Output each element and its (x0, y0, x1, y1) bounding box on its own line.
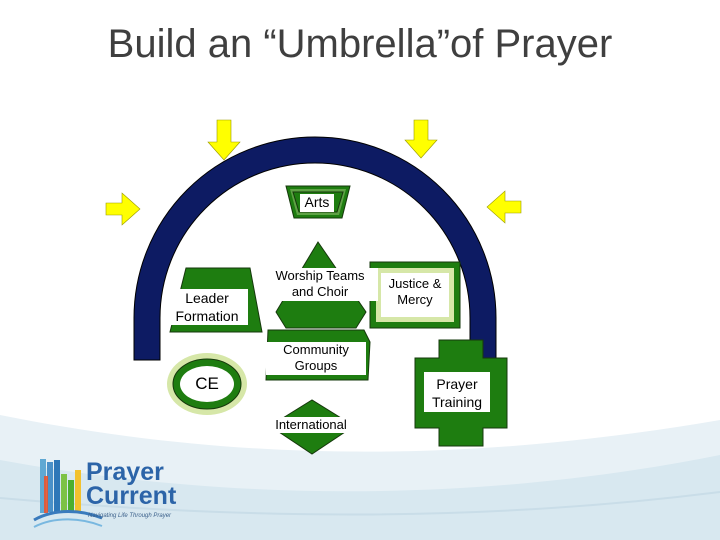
community-groups-label: Community Groups (266, 342, 366, 375)
international-label: International (262, 417, 360, 434)
arrow-down-left-icon (207, 119, 241, 161)
logo-text-line2: Current (86, 482, 177, 510)
arts-label: Arts (300, 194, 334, 212)
worship-teams-label: Worship Teams and Choir (262, 268, 378, 301)
page-title: Build an “Umbrella”of Prayer (107, 22, 613, 66)
arrow-down-right-icon (404, 119, 438, 159)
prayer-training-label: Prayer Training (431, 376, 483, 411)
arrow-left-icon (486, 190, 522, 224)
logo-tagline: Navigating Life Through Prayer (88, 513, 172, 519)
logo-text-line1: Prayer (86, 458, 164, 486)
leader-formation-label: Leader Formation (166, 289, 248, 326)
arrow-right-icon (105, 192, 141, 226)
ce-label: CE (195, 374, 219, 393)
decorative-swoosh (0, 415, 720, 540)
logo-mark (33, 459, 103, 528)
justice-mercy-label: Justice & Mercy (388, 276, 442, 308)
ce-node (167, 353, 247, 415)
justice-mercy-node (369, 261, 461, 329)
prayer-training-node (414, 339, 508, 447)
umbrella-arc (133, 136, 497, 361)
